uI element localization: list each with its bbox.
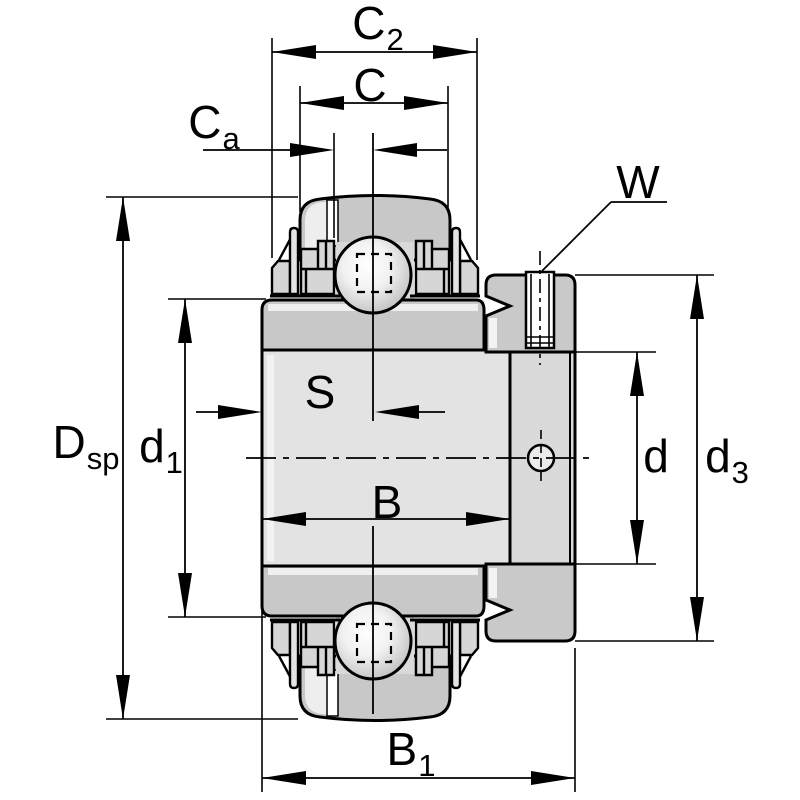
dim-label-C2: C2 [352, 0, 404, 57]
screw-hole [526, 430, 556, 486]
seal-top-left [270, 226, 340, 298]
dim-label-W: W [616, 156, 660, 208]
dim-label-Ca: Ca [188, 96, 240, 156]
dim-label-Dsp: Dsp [52, 416, 120, 476]
dim-label-S: S [304, 366, 336, 418]
seal-top-right [410, 226, 480, 298]
seal-bottom-left [270, 618, 340, 690]
dim-label-d1: d1 [139, 420, 183, 480]
dim-label-B1: B1 [386, 723, 436, 783]
dim-label-d: d [643, 430, 669, 482]
extension-lines [106, 38, 714, 792]
dim-label-C: C [353, 59, 387, 111]
w-leader-line [541, 201, 667, 272]
arrowheads [116, 45, 704, 785]
dim-label-d3: d3 [705, 430, 749, 490]
seal-bottom-right [410, 618, 480, 690]
grub-screw [524, 251, 556, 365]
dim-label-B: B [371, 476, 403, 528]
centerlines [246, 133, 594, 714]
